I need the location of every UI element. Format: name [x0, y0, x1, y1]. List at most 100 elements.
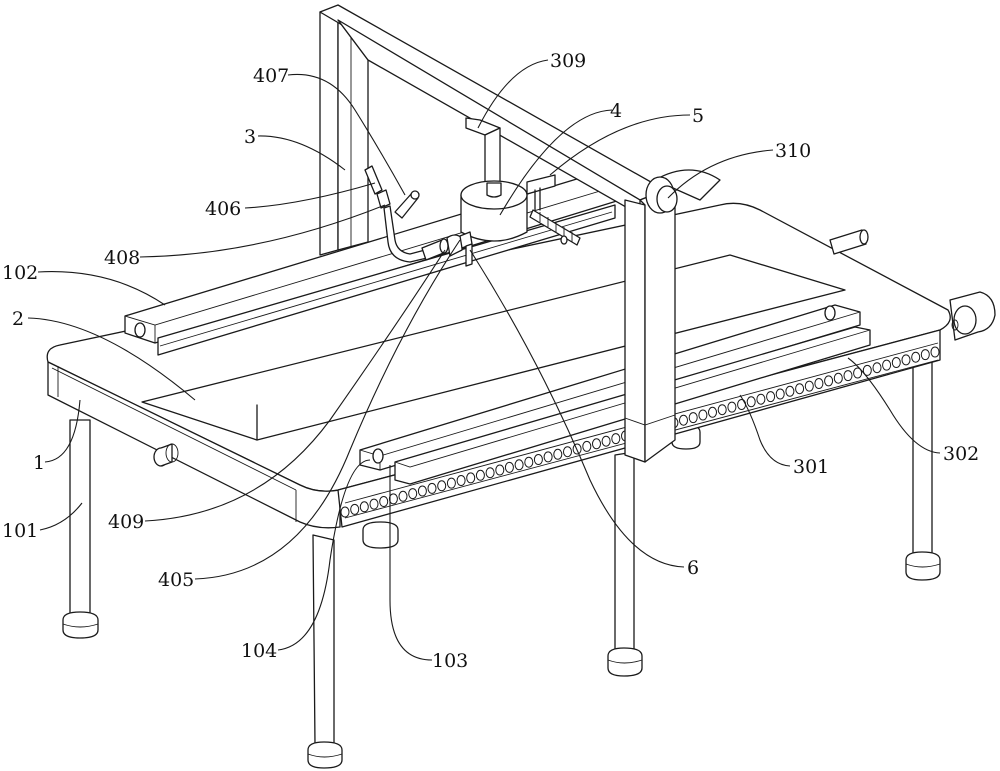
screw-thread	[456, 475, 466, 486]
screw-thread	[504, 461, 514, 473]
leader-2	[27, 317, 196, 401]
screw-thread	[417, 485, 427, 497]
screw-thread	[824, 375, 834, 387]
label-1: 1	[33, 452, 45, 474]
screw-thread	[814, 378, 824, 389]
screw-thread	[533, 454, 543, 465]
screw-thread	[688, 412, 698, 424]
screw-thread	[853, 367, 863, 379]
foot-pad-center	[362, 521, 399, 549]
screw-thread	[911, 351, 921, 363]
leader-1	[44, 399, 81, 463]
leader-101	[39, 502, 83, 531]
screw-thread	[437, 480, 447, 492]
mounting-plate-309	[465, 117, 501, 191]
screw-thread	[582, 440, 592, 452]
screw-thread	[930, 346, 940, 358]
screw-thread	[553, 448, 563, 460]
screw-thread	[862, 364, 872, 376]
label-104: 104	[241, 640, 277, 662]
leg-front-left	[62, 419, 99, 639]
screw-thread	[466, 472, 476, 484]
screw-thread	[901, 354, 911, 366]
leg-back-right	[905, 337, 941, 581]
work-panel-2	[141, 254, 846, 441]
screw-thread	[891, 357, 901, 368]
label-103: 103	[432, 650, 468, 672]
screw-thread	[872, 362, 882, 374]
label-302: 302	[943, 443, 979, 465]
leg-back-middle	[607, 451, 643, 677]
label-405: 405	[158, 569, 194, 591]
screw-thread	[427, 482, 437, 494]
label-101: 101	[2, 520, 38, 542]
guide-rod-104	[829, 229, 867, 255]
bracket-5	[526, 174, 556, 211]
screw-thread	[737, 399, 747, 410]
leader-104	[277, 459, 371, 651]
screw-thread	[388, 493, 398, 505]
label-2: 2	[12, 308, 24, 330]
screw-thread	[524, 456, 534, 468]
leader-4	[499, 109, 613, 216]
screw-thread	[679, 414, 688, 426]
leader-406	[244, 182, 376, 209]
screw-thread	[340, 506, 350, 518]
screw-thread	[350, 503, 360, 515]
head-housing-4	[460, 180, 528, 242]
screw-thread	[766, 391, 776, 403]
leader-409	[144, 249, 446, 522]
screw-thread	[514, 459, 524, 471]
screw-thread	[543, 451, 553, 463]
label-5: 5	[692, 105, 704, 127]
screw-thread	[359, 501, 369, 513]
screw-thread	[804, 380, 814, 392]
motor-310	[645, 169, 721, 214]
leader-310	[667, 149, 774, 199]
screw-thread	[408, 488, 418, 500]
screw-thread	[833, 372, 843, 384]
label-310: 310	[775, 140, 811, 162]
screw-thread	[717, 404, 727, 416]
leader-408	[139, 204, 386, 258]
leader-5	[549, 114, 691, 176]
screw-thread	[746, 396, 756, 408]
label-406: 406	[205, 198, 241, 220]
screw-thread	[379, 496, 389, 507]
screw-thread	[843, 370, 853, 382]
screw-thread	[727, 401, 737, 413]
leader-301	[739, 394, 791, 467]
screw-thread	[592, 438, 601, 450]
leader-302	[847, 357, 941, 454]
leader-103	[389, 465, 433, 661]
screw-thread	[611, 433, 621, 445]
leader-405	[194, 239, 461, 580]
leader-6	[469, 249, 685, 568]
screw-thread	[446, 477, 456, 489]
leader-407	[287, 73, 406, 196]
screw-motor	[949, 291, 996, 341]
label-3: 3	[244, 126, 256, 148]
screw-thread	[698, 409, 708, 421]
label-102: 102	[2, 262, 38, 284]
screw-thread	[756, 393, 766, 405]
screw-thread	[475, 469, 485, 481]
leader-lines	[27, 59, 941, 661]
screw-thread	[785, 385, 795, 397]
label-4-num: 4	[610, 100, 622, 122]
nozzle-assembly	[364, 165, 473, 267]
screw-thread	[775, 388, 785, 400]
screw-thread	[485, 467, 495, 479]
reference-labels: 407 3 406 408 102 2 1 101 409 405 104 10…	[2, 50, 979, 672]
screw-thread	[495, 464, 505, 476]
screw-thread	[920, 349, 930, 361]
label-408: 408	[104, 247, 140, 269]
label-301: 301	[793, 456, 829, 478]
screw-thread	[882, 359, 892, 371]
screw-thread	[563, 446, 572, 458]
leader-309	[477, 59, 549, 129]
screw-thread	[601, 435, 611, 447]
leader-3	[257, 135, 346, 171]
label-407: 407	[253, 65, 289, 87]
